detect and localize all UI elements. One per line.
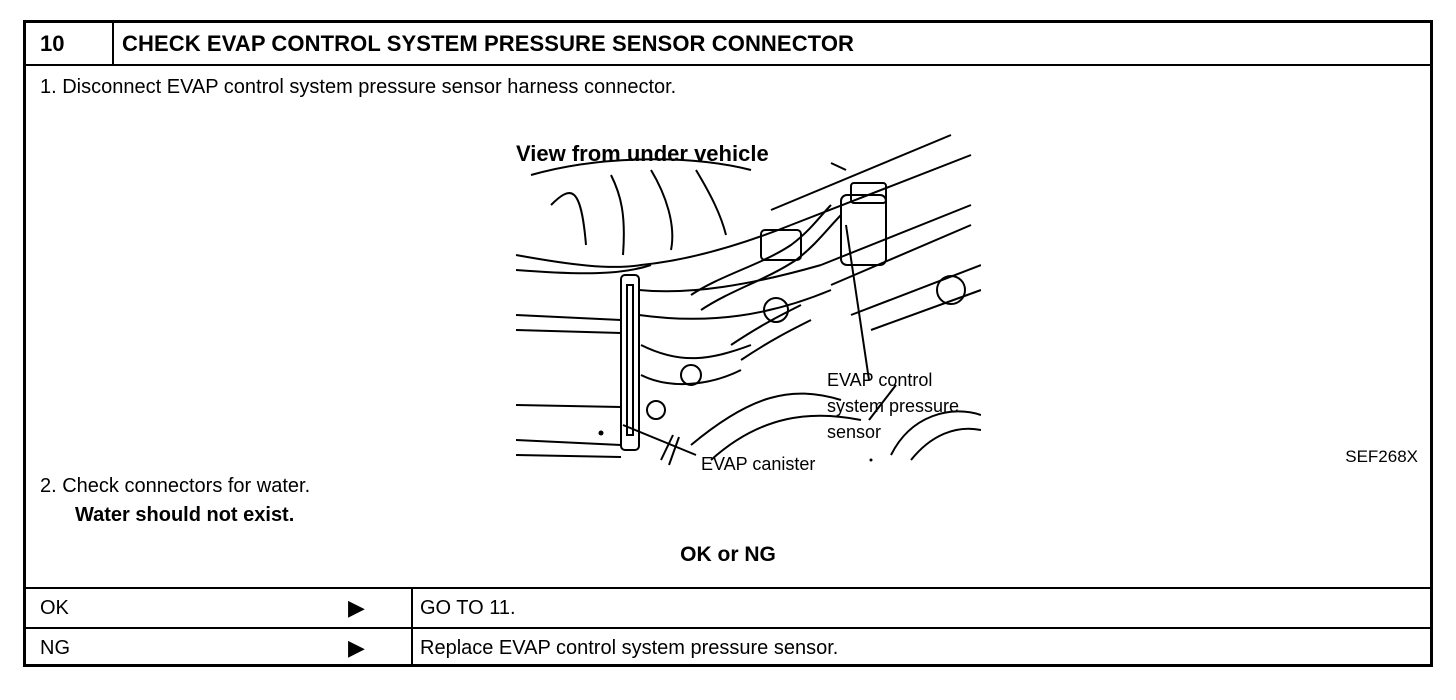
sensor-label-line-2: system pressure <box>827 396 960 416</box>
result-action-ng: Replace EVAP control system pressure sen… <box>420 637 839 659</box>
decision-prompt: OK or NG <box>680 543 776 566</box>
result-label-ng: NG <box>40 637 70 659</box>
figure-code: SEF268X <box>1345 447 1418 466</box>
step-title: CHECK EVAP CONTROL SYSTEM PRESSURE SENSO… <box>122 31 855 56</box>
procedure-table: 10 CHECK EVAP CONTROL SYSTEM PRESSURE SE… <box>23 20 1433 667</box>
sensor-label-line-3: sensor <box>827 422 882 442</box>
result-action-ok: GO TO 11. <box>420 597 516 619</box>
column-divider <box>411 629 413 667</box>
vehicle-underside-drawing <box>515 134 981 466</box>
step-number: 10 <box>26 23 114 64</box>
sensor-label-line-1: EVAP control <box>827 370 933 390</box>
evap-sensor-illustration: View from under vehicle EVAP control sys… <box>491 115 981 474</box>
figure-title: View from under vehicle <box>516 141 769 166</box>
instruction-item-2: 2. Check connectors for water. <box>40 475 311 497</box>
instruction-item-2-note: Water should not exist. <box>75 504 295 526</box>
arrow-right-icon: ▶ <box>348 635 365 660</box>
instruction-item-1: 1. Disconnect EVAP control system pressu… <box>40 76 677 98</box>
result-row-ng: NG ▶ Replace EVAP control system pressur… <box>26 627 1430 667</box>
step-header: 10 CHECK EVAP CONTROL SYSTEM PRESSURE SE… <box>26 23 1430 66</box>
arrow-right-icon: ▶ <box>348 595 365 620</box>
result-row-ok: OK ▶ GO TO 11. <box>26 587 1430 627</box>
result-label-ok: OK <box>40 597 69 619</box>
canister-label: EVAP canister <box>701 454 816 474</box>
column-divider <box>411 589 413 627</box>
